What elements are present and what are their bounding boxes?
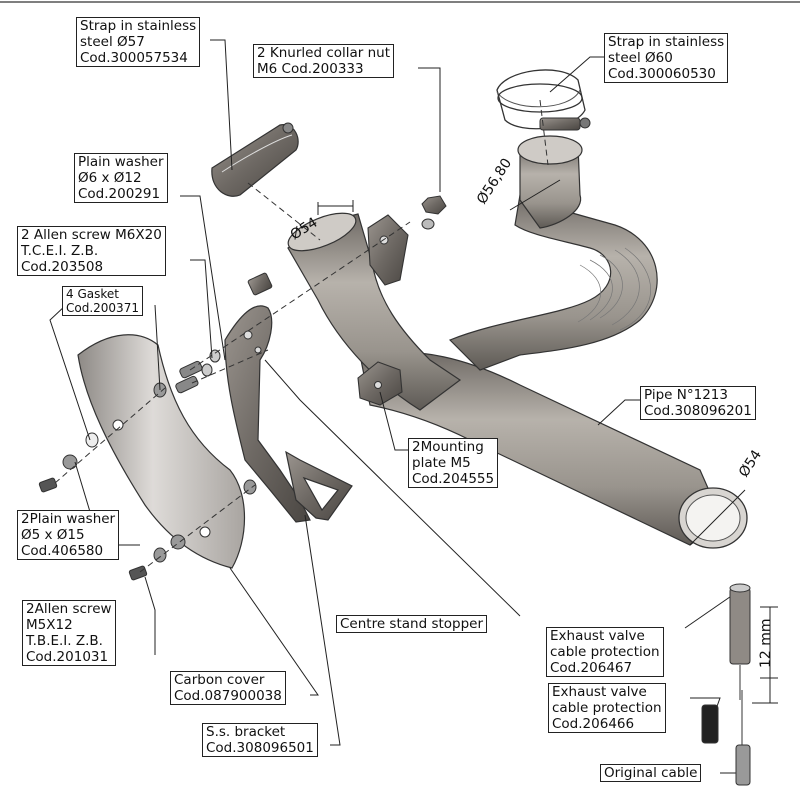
assembly-axes	[54, 99, 549, 573]
ss-bracket	[224, 305, 311, 523]
label-exhaust-valve-1: Exhaust valve cable protection Cod.20646…	[546, 627, 664, 677]
dim-56-80: Ø56,80	[474, 156, 515, 208]
pipe-bend-ribs	[577, 247, 651, 331]
exhaust-valve-parts	[701, 583, 751, 786]
label-centre-stand: Centre stand stopper	[336, 615, 488, 633]
label-mounting-plate: 2Mounting plate M5 Cod.204555	[408, 438, 499, 488]
label-allen-m5: 2Allen screw M5X12 T.B.E.I. Z.B. Cod.201…	[22, 600, 116, 666]
dimension-lines	[317, 179, 778, 704]
label-allen-m6: 2 Allen screw M6X20 T.C.E.I. Z.B. Cod.20…	[17, 226, 166, 276]
pipe-rear-riser	[519, 144, 582, 229]
label-carbon-cover: Carbon cover Cod.087900038	[170, 671, 286, 705]
carbon-cover-part	[77, 334, 245, 569]
label-exhaust-valve-2: Exhaust valve cable protection Cod.20646…	[548, 683, 666, 733]
label-plain-washer6: Plain washer Ø6 x Ø12 Cod.200291	[74, 153, 168, 203]
knurled-nuts	[421, 195, 447, 230]
strap60-clamp	[496, 69, 591, 131]
label-original-cable: Original cable	[600, 764, 702, 782]
label-collar-nut: 2 Knurled collar nut M6 Cod.200333	[253, 44, 395, 78]
dim-54-end: Ø54	[736, 447, 765, 480]
label-strap57: Strap in stainless steel Ø57 Cod.3000575…	[76, 17, 201, 67]
label-ss-bracket: S.s. bracket Cod.308096501	[202, 723, 318, 757]
label-pipe: Pipe N°1213 Cod.308096201	[640, 386, 756, 420]
fasteners-left	[38, 349, 257, 581]
dim-12mm: 12 mm	[758, 618, 774, 668]
pipe-front-inlet	[287, 212, 357, 252]
pipe-rear-header	[448, 194, 658, 371]
label-strap60: Strap in stainless steel Ø60 Cod.3000605…	[604, 33, 729, 83]
label-gasket: 4 Gasket Cod.200371	[62, 286, 143, 316]
mounting-plate-upper	[367, 214, 409, 286]
strap57-clamp	[211, 122, 299, 197]
centre-stand-stopper-part	[285, 450, 353, 521]
label-plain-washer5: 2Plain washer Ø5 x Ø15 Cod.406580	[17, 510, 120, 560]
nut-small	[247, 272, 273, 296]
